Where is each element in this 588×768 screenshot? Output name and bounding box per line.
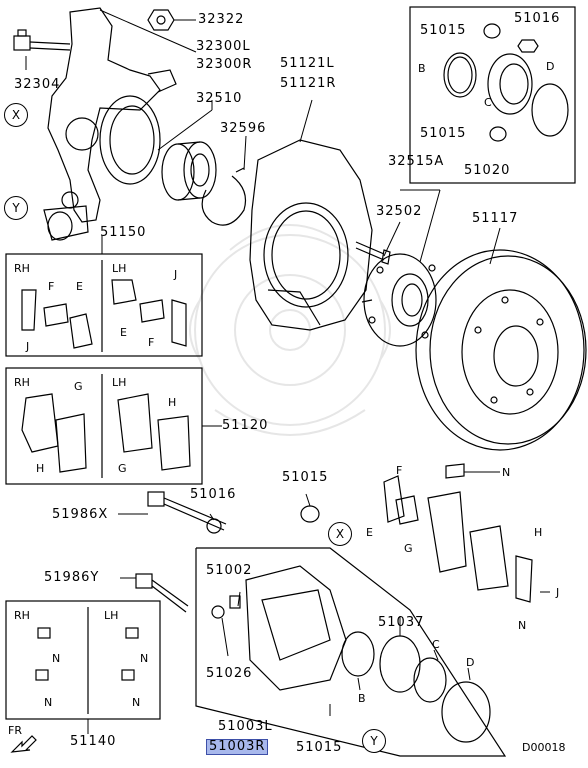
letter-lh-spring: LH <box>104 609 119 622</box>
label-51986x: 51986X <box>52 507 109 522</box>
letter-e-clip-lh: E <box>120 326 127 339</box>
snap-ring <box>201 167 247 226</box>
label-51015-mid: 51015 <box>282 470 329 485</box>
letter-n-spring-rh-2: N <box>44 696 53 709</box>
letter-c-seal: C <box>484 96 492 109</box>
label-51986y: 51986Y <box>44 570 100 585</box>
label-51120: 51120 <box>222 418 269 433</box>
letter-n-caliper-bottom: N <box>518 619 527 632</box>
letter-d-seal: D <box>546 60 555 73</box>
letter-j-clip-rh: J <box>26 340 30 353</box>
callout-y-caliper: Y <box>362 729 386 753</box>
letter-e-clip-rh: E <box>76 280 83 293</box>
piston-seal-set <box>341 631 491 743</box>
callout-x-caliper: X <box>328 522 352 546</box>
label-32515a: 32515A <box>388 154 445 169</box>
clip-kit-frame <box>5 253 203 357</box>
letter-n-caliper-top: N <box>502 466 511 479</box>
caliper-assembly-outline <box>195 547 507 757</box>
label-32502: 32502 <box>376 204 423 219</box>
front-label: FR <box>8 724 22 737</box>
label-32300l: 32300L <box>196 39 251 54</box>
label-32322: 32322 <box>198 12 245 27</box>
label-51121r: 51121R <box>280 76 337 91</box>
label-51003l: 51003L <box>218 719 273 734</box>
letter-d-piston: D <box>466 656 475 669</box>
label-32510: 32510 <box>196 91 243 106</box>
front-arrow <box>10 735 37 753</box>
bolt-boot <box>300 505 320 523</box>
letter-h-pad-lh: H <box>168 396 177 409</box>
letter-g-pad-rh: G <box>74 380 83 393</box>
label-51026: 51026 <box>206 666 253 681</box>
guide-pin-y <box>135 573 189 613</box>
knuckle-nut <box>147 9 175 31</box>
seal-kit-parts <box>443 23 569 142</box>
letter-c-piston: C <box>432 638 440 651</box>
label-51037: 51037 <box>378 615 425 630</box>
letter-n-spring-lh-2: N <box>132 696 141 709</box>
leader-lines <box>25 9 550 734</box>
spring-kit-parts <box>35 627 139 681</box>
diagram-code: D00018 <box>522 741 566 754</box>
callout-x-knuckle: X <box>4 103 28 127</box>
watermark-seal <box>189 224 391 436</box>
dust-shield <box>249 139 373 331</box>
letter-rh-clip: RH <box>14 262 30 275</box>
steering-knuckle <box>43 7 177 241</box>
letter-f-caliper: F <box>396 464 403 477</box>
letter-f-clip-lh: F <box>148 336 155 349</box>
seal-kit-frame <box>409 6 576 184</box>
label-51015-seal-2: 51015 <box>420 126 467 141</box>
letter-h-caliper: H <box>534 526 543 539</box>
pad-kit-parts <box>21 393 191 473</box>
letter-e-caliper: E <box>366 526 373 539</box>
spring-kit-frame <box>5 600 161 720</box>
caliper-body <box>211 565 347 691</box>
outer-pads <box>383 463 533 603</box>
letter-n-spring-lh-1: N <box>140 652 149 665</box>
wheel-hub-bolt <box>355 241 391 265</box>
knuckle-bolt <box>13 29 71 51</box>
letter-rh-spring: RH <box>14 609 30 622</box>
label-51015-seal-1: 51015 <box>420 23 467 38</box>
label-51150: 51150 <box>100 225 147 240</box>
letter-j-caliper: J <box>556 586 560 599</box>
letter-lh-clip: LH <box>112 262 127 275</box>
label-51020: 51020 <box>464 163 511 178</box>
label-51140: 51140 <box>70 734 117 749</box>
letter-rh-pad: RH <box>14 376 30 389</box>
label-51002: 51002 <box>206 563 253 578</box>
letter-h-pad-rh: H <box>36 462 45 475</box>
label-51016-mid: 51016 <box>190 487 237 502</box>
label-32596: 32596 <box>220 121 267 136</box>
hub-bearing <box>161 141 217 201</box>
label-51003r[interactable]: 51003R <box>206 739 269 755</box>
label-51016-seal: 51016 <box>514 11 561 26</box>
clip-kit-parts <box>21 279 187 349</box>
letter-b-piston: B <box>358 692 366 705</box>
label-51015-bottom: 51015 <box>296 740 343 755</box>
letter-j-clip-lh: J <box>174 268 178 281</box>
label-32304: 32304 <box>14 77 61 92</box>
letter-n-spring-rh-1: N <box>52 652 61 665</box>
letter-g-pad-lh: G <box>118 462 127 475</box>
letter-lh-pad: LH <box>112 376 127 389</box>
brake-rotor <box>415 249 587 451</box>
letter-g-caliper: G <box>404 542 413 555</box>
letter-b-seal: B <box>418 62 426 75</box>
label-51117: 51117 <box>472 211 519 226</box>
callout-y-knuckle: Y <box>4 196 28 220</box>
pin-bushing <box>206 518 222 534</box>
letter-f-clip-rh: F <box>48 280 55 293</box>
wheel-hub <box>361 253 437 347</box>
label-51121l: 51121L <box>280 56 335 71</box>
label-32300r: 32300R <box>196 57 253 72</box>
